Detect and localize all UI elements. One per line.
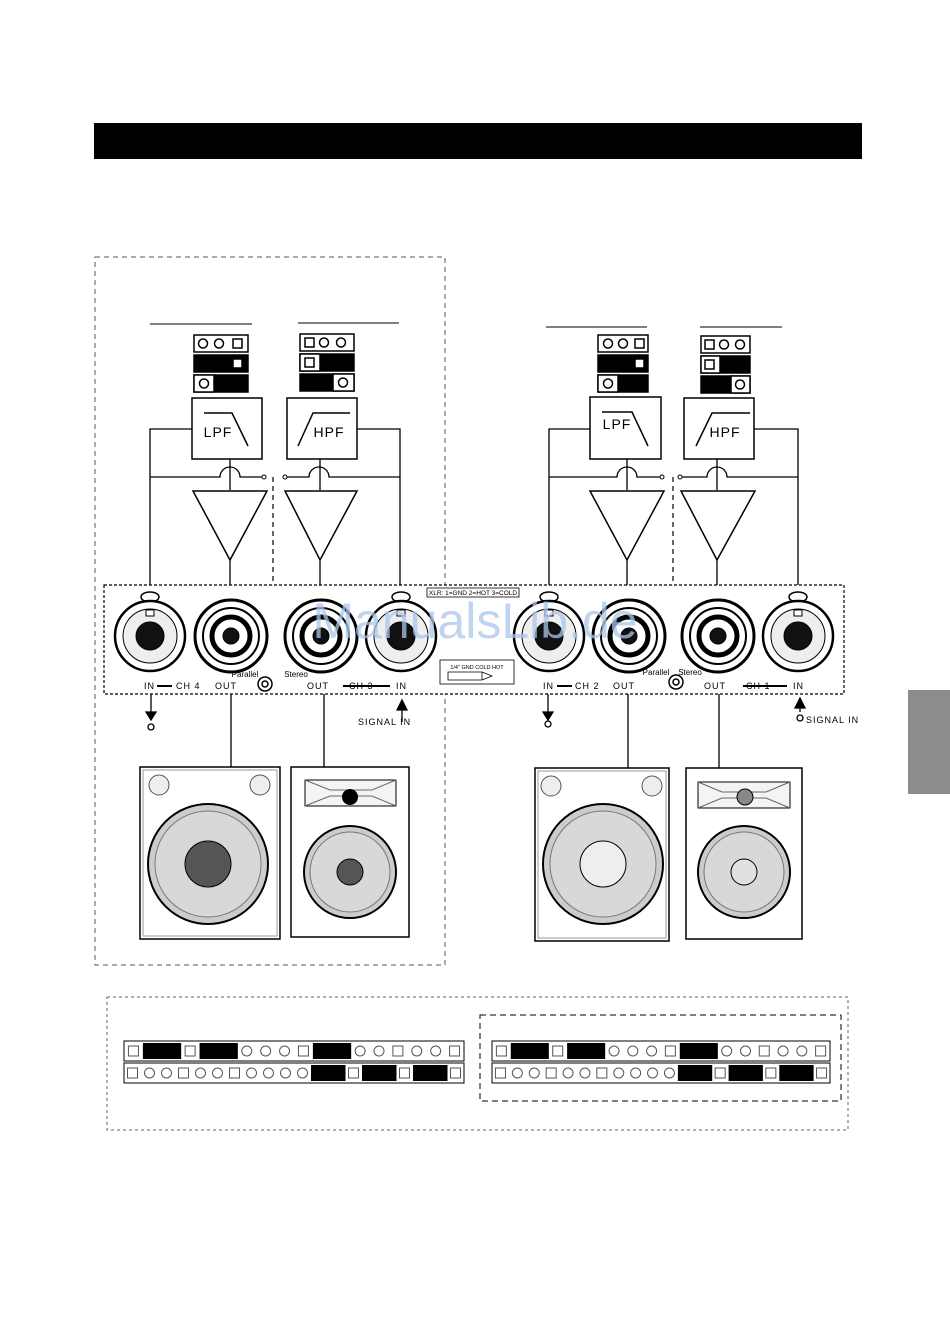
hpf-label-ch3: HPF — [314, 424, 345, 440]
dip-switch-ch1 — [701, 336, 750, 393]
in-label-ch2: IN — [543, 681, 554, 691]
side-tab — [908, 690, 950, 794]
ch3-label: CH 3 — [349, 681, 374, 691]
subwoofer-left — [140, 767, 280, 939]
speakon-output-ch4 — [195, 600, 267, 672]
out-label-ch4: OUT — [215, 681, 237, 691]
stereo-label-right: Stereo — [678, 668, 702, 677]
lpf-label-ch2: LPF — [603, 416, 632, 432]
mode-switch-right — [669, 675, 683, 689]
link-switch-contacts — [262, 475, 682, 479]
dip-settings-left — [124, 1041, 464, 1083]
out-label-ch3: OUT — [307, 681, 329, 691]
ch2-label: CH 2 — [575, 681, 600, 691]
signal-in-label-right: SIGNAL IN — [806, 715, 859, 725]
out-label-ch2: OUT — [613, 681, 635, 691]
signal-in-label-left: SIGNAL IN — [358, 717, 411, 727]
hpf-label-ch1: HPF — [710, 424, 741, 440]
speakon-output-ch1 — [682, 600, 754, 672]
subwoofer-right — [535, 768, 669, 941]
dip-switch-ch2 — [598, 335, 648, 392]
signal-in-arrows — [397, 698, 805, 722]
amp-triangles — [193, 491, 755, 560]
in-label-ch1: IN — [793, 681, 804, 691]
lpf-label-ch4: LPF — [204, 424, 233, 440]
speaker-cables — [231, 694, 719, 769]
ch4-label: CH 4 — [176, 681, 201, 691]
stereo-label-left: Stereo — [284, 670, 308, 679]
watermark: ManualsLib.de — [312, 593, 637, 649]
dip-settings-right — [492, 1041, 830, 1083]
mode-switch-left — [258, 677, 272, 691]
in-label-ch4: IN — [144, 681, 155, 691]
in-label-ch3: IN — [396, 681, 407, 691]
dip-title-lines — [150, 323, 782, 327]
fullrange-speaker-left — [291, 767, 409, 937]
dip-switch-ch3 — [300, 334, 354, 391]
parallel-label-right: Parallel — [643, 668, 670, 677]
dip-switch-ch4 — [194, 335, 248, 392]
fullrange-speaker-right — [686, 768, 802, 939]
link-out-arrows — [146, 694, 553, 730]
out-label-ch1: OUT — [704, 681, 726, 691]
ch1-label: CH 1 — [746, 681, 771, 691]
quarter-inch-legend: 1/4" GND COLD HOT — [450, 665, 504, 671]
parallel-label-left: Parallel — [232, 670, 259, 679]
header-bar — [94, 123, 862, 159]
